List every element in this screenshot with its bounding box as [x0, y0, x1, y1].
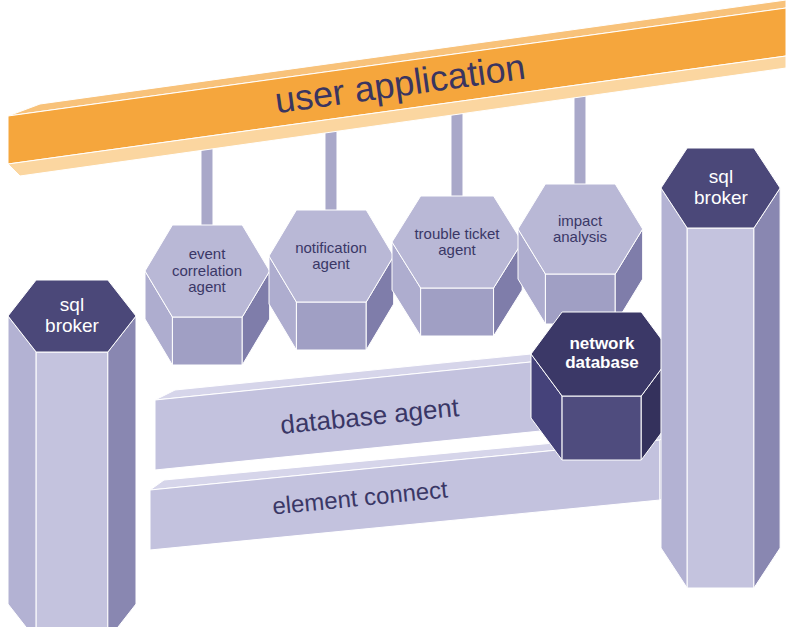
shape-face — [269, 210, 394, 302]
shape-face — [145, 225, 270, 317]
shape-face — [660, 432, 670, 500]
shape-face — [661, 188, 687, 588]
node-label: notification agent — [289, 240, 373, 273]
node-label: network database — [554, 335, 650, 372]
agent-hexagon: notification agent — [269, 210, 394, 350]
shape-face — [392, 196, 522, 288]
shape-face — [531, 312, 672, 396]
shape-face — [36, 352, 108, 627]
application-bar: user application — [0, 0, 786, 180]
shape-face — [108, 316, 136, 627]
shape-face — [754, 188, 780, 588]
shape-outline — [518, 184, 643, 324]
node-label: trouble ticket agent — [413, 226, 501, 259]
shape-face — [518, 184, 643, 274]
node-label: impact analysis — [538, 213, 622, 246]
shape-face — [688, 228, 755, 588]
sql-broker-column: sql broker — [661, 148, 780, 588]
shape-face — [296, 302, 366, 350]
shape-outline — [269, 210, 394, 350]
shape-face — [8, 8, 786, 164]
sql-broker-column: sql broker — [8, 280, 136, 627]
agent-hexagon: event correlation agent — [145, 225, 270, 365]
shape-face — [150, 440, 660, 550]
shape-face — [8, 280, 136, 352]
shape-outline — [531, 312, 672, 460]
shape-face — [661, 148, 780, 228]
shape-face — [8, 316, 36, 627]
shape-face — [172, 317, 242, 365]
database-hexagon: network database — [531, 312, 672, 460]
agent-hexagon: trouble ticket agent — [392, 196, 522, 336]
node-label: sql broker — [681, 167, 761, 209]
agent-hexagon: impact analysis — [518, 184, 643, 324]
shape-outline — [661, 148, 780, 588]
node-label: event correlation agent — [165, 246, 249, 296]
shape-outline — [392, 196, 522, 336]
shape-face — [562, 396, 641, 460]
shape-face — [600, 345, 620, 425]
node-label: sql broker — [32, 295, 112, 337]
shape-face — [421, 288, 494, 336]
